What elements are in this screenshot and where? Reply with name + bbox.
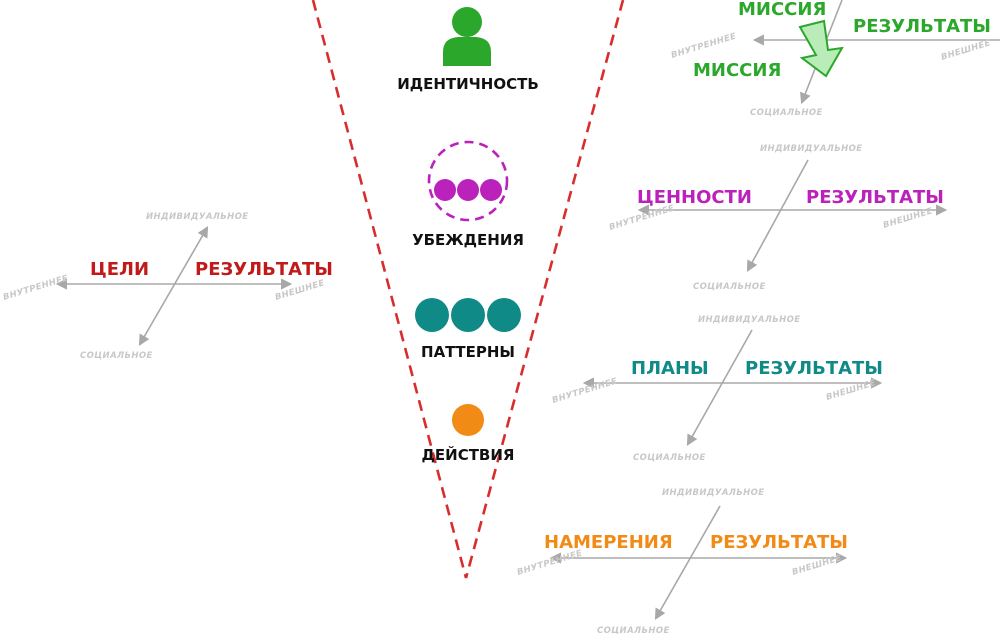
axis-label-social: СОЦИАЛЬНОЕ [633, 453, 706, 463]
axis-plans: ИНДИВИДУАЛЬНОЕ ВНУТРЕННЕЕ ВНЕШНЕЕ СОЦИАЛ… [551, 315, 883, 463]
level-actions: ДЕЙСТВИЯ [422, 404, 515, 464]
person-icon [443, 7, 491, 66]
axis-right-label-mission: РЕЗУЛЬТАТЫ [853, 16, 991, 37]
axis-label-individual: ИНДИВИДУАЛЬНОЕ [698, 315, 801, 325]
level-label-actions: ДЕЙСТВИЯ [422, 445, 515, 464]
axis-label-outer: ВНЕШНЕЕ [825, 378, 877, 403]
axis-label-individual: ИНДИВИДУАЛЬНОЕ [146, 212, 249, 222]
level-label-beliefs: УБЕЖДЕНИЯ [412, 231, 524, 249]
axis-vertical [686, 329, 753, 446]
axis-left-label-goals: ЦЕЛИ [90, 259, 149, 280]
axis-left-label-intentions: НАМЕРЕНИЯ [544, 532, 673, 553]
level-identity: ИДЕНТИЧНОСТЬ [397, 7, 539, 93]
axis-right-label-goals: РЕЗУЛЬТАТЫ [195, 259, 333, 280]
axis-right-label-intentions: РЕЗУЛЬТАТЫ [710, 532, 848, 553]
funnel-outline [311, 0, 625, 579]
level-beliefs: УБЕЖДЕНИЯ [412, 140, 524, 249]
three-circles-icon [415, 298, 521, 332]
axis-mission: ВНУТРЕННЕЕ ВНЕШНЕЕ СОЦИАЛЬНОЕ МИССИЯ РЕЗ… [670, 0, 1000, 118]
axis-label-social: СОЦИАЛЬНОЕ [693, 282, 766, 292]
level-label-identity: ИДЕНТИЧНОСТЬ [397, 75, 539, 93]
axis-left-label-mission: МИССИЯ [738, 0, 826, 20]
axis-label-social: СОЦИАЛЬНОЕ [750, 108, 823, 118]
axis-label-inner: ВНУТРЕННЕЕ [551, 376, 619, 405]
axis-left-label-plans: ПЛАНЫ [631, 358, 709, 379]
axis-goals: ИНДИВИДУАЛЬНОЕ ВНУТРЕННЕЕ ВНЕШНЕЕ СОЦИАЛ… [2, 212, 333, 361]
axis-label-inner: ВНУТРЕННЕЕ [670, 31, 738, 60]
single-circle-icon [452, 404, 484, 436]
axis-label-outer: ВНЕШНЕЕ [940, 38, 992, 63]
level-patterns: ПАТТЕРНЫ [415, 298, 521, 361]
axis-right-label-plans: РЕЗУЛЬТАТЫ [745, 358, 883, 379]
axis-extra-label-mission: МИССИЯ [693, 60, 781, 81]
arrow-down-icon [798, 19, 844, 78]
axis-label-individual: ИНДИВИДУАЛЬНОЕ [760, 144, 863, 154]
axis-right-label-values: РЕЗУЛЬТАТЫ [806, 187, 944, 208]
axis-intentions: ИНДИВИДУАЛЬНОЕ ВНУТРЕННЕЕ ВНЕШНЕЕ СОЦИАЛ… [516, 488, 848, 634]
axis-label-outer: ВНЕШНЕЕ [791, 553, 843, 578]
axis-label-outer: ВНЕШНЕЕ [274, 278, 326, 303]
three-dots-dashed-circle-icon [427, 140, 509, 222]
axis-vertical [746, 159, 809, 272]
axis-vertical [654, 505, 721, 620]
axis-label-social: СОЦИАЛЬНОЕ [597, 626, 670, 634]
axis-label-inner: ВНУТРЕННЕЕ [2, 273, 70, 302]
axis-left-label-values: ЦЕННОСТИ [637, 187, 752, 208]
level-label-patterns: ПАТТЕРНЫ [421, 343, 515, 361]
axis-vertical [138, 226, 209, 346]
axis-label-individual: ИНДИВИДУАЛЬНОЕ [662, 488, 765, 498]
axis-values: ИНДИВИДУАЛЬНОЕ ВНУТРЕННЕЕ ВНЕШНЕЕ СОЦИАЛ… [608, 144, 948, 292]
axis-label-social: СОЦИАЛЬНОЕ [80, 351, 153, 361]
